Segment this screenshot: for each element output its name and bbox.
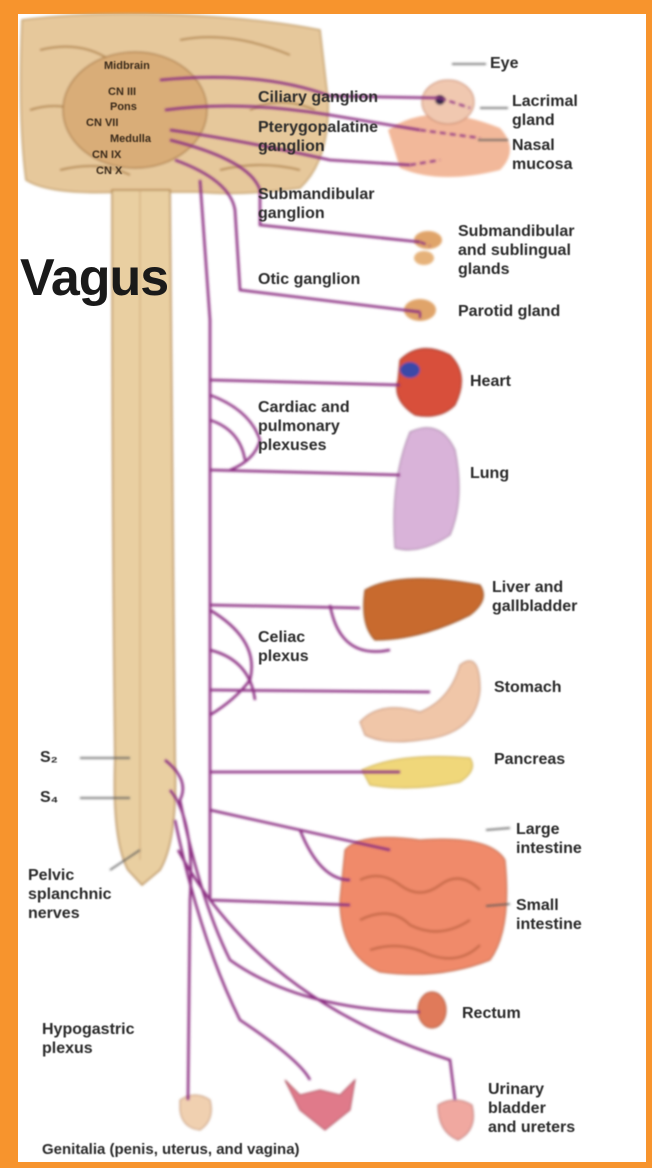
cn10-label: CN X xyxy=(96,165,122,178)
heart xyxy=(397,349,462,417)
s4-label: S₄ xyxy=(40,788,58,807)
intestines xyxy=(340,838,507,975)
rectum-label: Rectum xyxy=(462,1004,521,1023)
s2-label: S₂ xyxy=(40,748,58,767)
celiac-plexus-label: Celiac plexus xyxy=(258,628,309,666)
ciliary-ganglion-label: Ciliary ganglion xyxy=(258,88,378,107)
large-intestine-label: Large intestine xyxy=(516,820,582,858)
pelvic-splanchnic-label: Pelvic splanchnic nerves xyxy=(28,866,112,923)
submandibular-glands-label: Submandibular and sublingual glands xyxy=(458,222,574,279)
cardiac-plexus-label: Cardiac and pulmonary plexuses xyxy=(258,398,350,455)
lung-label: Lung xyxy=(470,464,509,483)
liver-label: Liver and gallbladder xyxy=(492,578,577,616)
medulla-label: Medulla xyxy=(110,133,151,146)
midbrain-label: Midbrain xyxy=(104,60,150,73)
cn9-label: CN IX xyxy=(92,149,121,162)
stomach xyxy=(360,661,480,742)
nasal-mucosa-label: Nasal mucosa xyxy=(512,136,572,174)
cn3-label: CN III xyxy=(108,86,136,99)
genitalia-label: Genitalia (penis, uterus, and vagina) xyxy=(42,1140,300,1159)
submandibular-ganglion-label: Submandibular ganglion xyxy=(258,185,374,223)
urinary-bladder xyxy=(438,1100,473,1140)
pons-label: Pons xyxy=(110,101,137,114)
pancreas-label: Pancreas xyxy=(494,750,565,769)
urinary-bladder-label: Urinary bladder and ureters xyxy=(488,1080,575,1137)
hypogastric-plexus-label: Hypogastric plexus xyxy=(42,1020,134,1058)
heart-label: Heart xyxy=(470,372,511,391)
pterygopalatine-ganglion-label: Pterygopalatine ganglion xyxy=(258,118,378,156)
cn7-label: CN VII xyxy=(86,117,118,130)
rectum xyxy=(418,992,446,1028)
lung xyxy=(394,428,459,550)
eye-label: Eye xyxy=(490,54,518,73)
submandibular-glands xyxy=(414,231,442,265)
small-intestine-label: Small intestine xyxy=(516,896,582,934)
otic-ganglion-label: Otic ganglion xyxy=(258,270,360,289)
genitalia xyxy=(180,1080,355,1130)
parotid-gland-label: Parotid gland xyxy=(458,302,560,321)
vagus-label: Vagus xyxy=(20,248,168,308)
stomach-label: Stomach xyxy=(494,678,562,697)
liver xyxy=(364,579,484,640)
lacrimal-gland-label: Lacrimal gland xyxy=(512,92,578,130)
